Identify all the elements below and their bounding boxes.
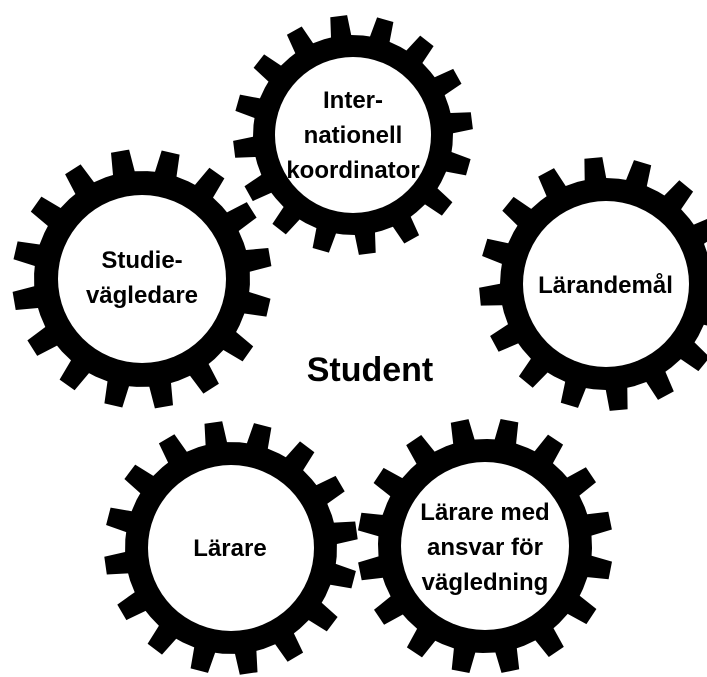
gear-label-internationell-koordinator: Inter- nationell koordinator: [268, 80, 438, 190]
gear-inner-circle: [148, 465, 314, 631]
gear-label-line: Lärare med: [420, 498, 550, 526]
gear-label-studievagledare: Studie- vägledare: [62, 238, 222, 318]
gear-label-line: Inter-: [323, 86, 383, 114]
gear-larare: [104, 421, 358, 675]
gear-inner-circle: [401, 462, 569, 630]
gear-label-line: ansvar för: [426, 533, 544, 561]
center-label: Student: [306, 350, 434, 389]
gear-label-larare: Lärare: [160, 525, 300, 571]
gear-label-line: nationell: [303, 121, 403, 149]
gear-inner-circle: [275, 57, 431, 213]
gear-internationell-koordinator: [233, 15, 473, 255]
gear-larare-med-ansvar: [358, 419, 612, 673]
gear-label-larandemal: Lärandemål: [518, 262, 693, 308]
gear-label-line: Studie-: [101, 247, 183, 274]
gear-studievagledare: [12, 149, 272, 409]
gear-label-line: Lärandemål: [538, 271, 673, 299]
gear-label-line: vägledning: [421, 568, 549, 596]
gear-label-line: Lärare: [193, 534, 267, 562]
gear-inner-circle: [58, 195, 226, 363]
gear-label-line: vägledare: [85, 282, 199, 309]
gear-label-line: koordinator: [286, 156, 420, 184]
gear-larandemal: [479, 157, 707, 411]
gear-label-larare-med-ansvar: Lärare med ansvar för vägledning: [400, 492, 570, 602]
gear-inner-circle: [523, 201, 689, 367]
